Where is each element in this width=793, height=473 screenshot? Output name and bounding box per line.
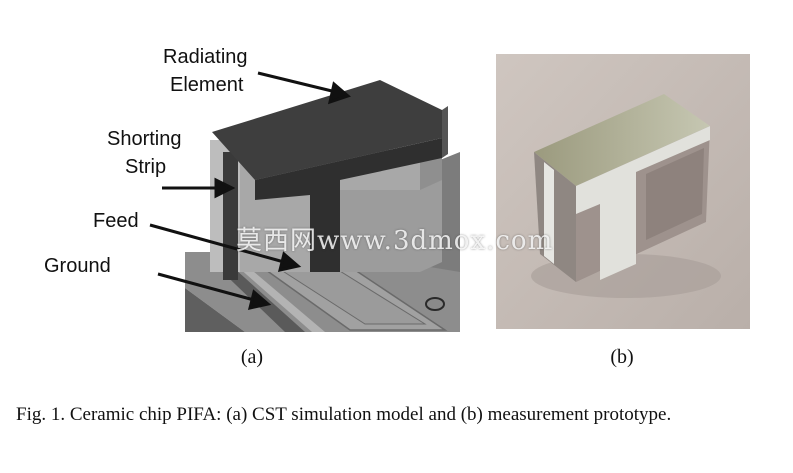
label-ground: Ground [44,255,111,277]
label-radiating-element-line1: Radiating [163,46,248,68]
radiating-element-front [255,138,442,272]
cst-model-illustration [149,71,460,332]
sublabel-b: (b) [610,346,634,368]
annotation-arrows [149,71,351,310]
chip-left-strip [544,162,554,264]
arrow-ground [157,272,255,302]
watermark-text: 莫西网www.3dmox.com [236,226,554,256]
sublabel-a: (a) [240,346,264,368]
ceramic-lower-recess [315,180,442,272]
shorting-strip [223,152,238,280]
label-radiating-element-line2: Element [170,74,244,96]
arrow-radiating-element-head [327,81,351,105]
arrow-feed [149,223,285,264]
prototype-photo [496,54,750,329]
label-shorting-strip-line1: Shorting [107,128,182,150]
arrow-ground-head [247,289,272,310]
feed-trace-inner [230,260,325,332]
chip-front-right-pad [646,148,704,240]
chip-front-pattern-t [576,126,710,280]
ground-plane-front [185,288,245,332]
arrow-radiating-element [257,71,337,94]
label-shorting-strip-line2: Strip [125,156,167,178]
chip-top-face [534,94,710,186]
arrow-shorting-strip-head [214,177,236,199]
radiating-element-edge [442,106,448,158]
via-hole [425,297,445,311]
figure-caption: Fig. 1. Ceramic chip PIFA: (a) CST simul… [16,404,672,425]
radiating-element-top [212,80,442,180]
arrow-feed-head [277,251,302,272]
label-feed: Feed [93,210,139,232]
